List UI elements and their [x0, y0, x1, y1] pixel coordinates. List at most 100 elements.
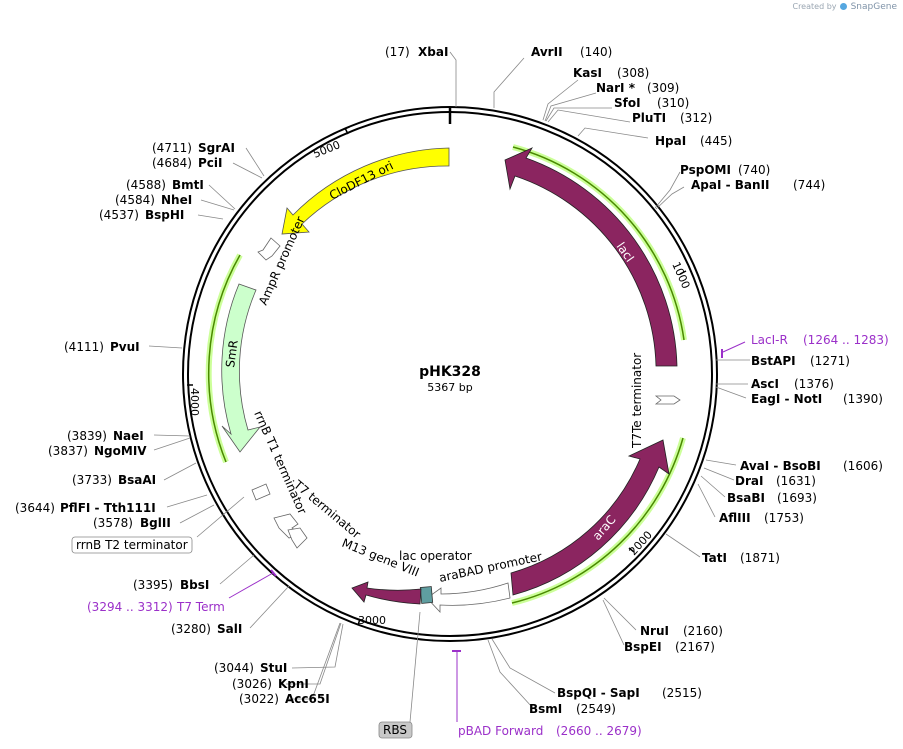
site-bsmi[interactable]: BsmI (2549) [529, 702, 616, 716]
primer-laci-r-range: (1264 .. 1283) [803, 333, 889, 347]
smr-label: SmR [223, 339, 241, 368]
site-drai[interactable]: DraI(1631) [735, 474, 816, 488]
site-bspqi-sapi-pos: (2515) [662, 686, 702, 700]
site-bsphi-pos: (4537) [99, 208, 139, 222]
clodf13-ori-feature[interactable] [281, 147, 450, 235]
site-acc65i-pos: (3022) [239, 692, 279, 706]
site-pflfi-tth111i-name: PflFI - Tth111I [60, 501, 156, 515]
t7-terminator-feature-b[interactable] [287, 527, 308, 549]
site-pvui[interactable]: (4111)PvuI [64, 340, 140, 354]
site-nhei-name: NheI [161, 193, 192, 207]
site-bstapi[interactable]: BstAPI(1271) [751, 354, 850, 368]
site-bsmi-name: BsmI [529, 702, 562, 716]
site-bbsi-pos: (3395) [133, 578, 173, 592]
t7-term-site-mark [270, 569, 277, 577]
site-sgrai-pos: (4711) [152, 141, 192, 155]
site-hpai-name: HpaI [655, 134, 686, 148]
site-sfoi-pos: (310) [657, 96, 689, 110]
site-sgrai[interactable]: (4711) SgrAI [152, 141, 235, 155]
site-avrii[interactable]: AvrII(140) [531, 45, 612, 59]
rbs-frame [378, 721, 413, 739]
site-pspomi-name: PspOMI [680, 163, 731, 177]
site-pluti[interactable]: PluTI(312) [632, 111, 712, 125]
rrnb-t2-terminator-label: rrnB T2 terminator [76, 538, 188, 552]
primer-laci-r[interactable]: LacI-R(1264 .. 1283) [751, 333, 889, 347]
site-asci-name: AscI [751, 377, 779, 391]
smr-feature[interactable] [221, 283, 262, 453]
site-kpni-name: KpnI [278, 677, 309, 691]
t7te-terminator-feature[interactable] [654, 395, 681, 405]
arac-feature[interactable] [510, 439, 670, 596]
site-kasi[interactable]: KasI(308) [573, 66, 649, 80]
rrnb-t1-terminator-feature[interactable] [251, 483, 271, 501]
site-sfoi-name: SfoI [614, 96, 641, 110]
site-kpni[interactable]: (3026)KpnI [232, 677, 309, 691]
t7-term-site-leader [228, 572, 274, 599]
site-pvui-pos: (4111) [64, 340, 104, 354]
laci-feature[interactable] [504, 147, 678, 367]
site-stui[interactable]: (3044) StuI [214, 661, 287, 675]
site-kasi-name: KasI [573, 66, 602, 80]
site-bbsi-name: BbsI [180, 578, 209, 592]
site-nhei-pos: (4584) [115, 193, 155, 207]
rbs-box[interactable]: RBS [378, 721, 413, 739]
site-sali[interactable]: (3280)SalI [171, 622, 242, 636]
primer-pbad-forward[interactable]: pBAD Forward(2660 .. 2679) [458, 724, 642, 738]
site-asci-pos: (1376) [794, 377, 834, 391]
site-bglii[interactable]: (3578)BglII [93, 516, 171, 530]
site-nrui[interactable]: NruI(2160) [640, 624, 723, 638]
snapgene-credit: Created by SnapGene [792, 2, 897, 12]
ampr-promoter-feature[interactable] [257, 237, 281, 261]
m13-gene-viii-feature[interactable] [351, 581, 422, 605]
site-ngomiv[interactable]: (3837)NgoMIV [48, 444, 147, 458]
site-naei[interactable]: (3839)NaeI [67, 429, 144, 443]
site-t7-term[interactable]: (3294 .. 3312)T7 Term [87, 600, 225, 614]
snapgene-brand: SnapGene [850, 2, 897, 12]
site-bsaai[interactable]: (3733)BsaAI [72, 473, 156, 487]
site-bspqi-sapi[interactable]: BspQI - SapI(2515) [557, 686, 702, 700]
site-sfoi[interactable]: SfoI (310) [614, 96, 689, 110]
site-hpai-pos: (445) [700, 134, 732, 148]
site-bbsi[interactable]: (3395) BbsI [133, 578, 209, 592]
site-tati[interactable]: TatI(1871) [702, 551, 780, 565]
arabad-promoter-feature[interactable] [426, 582, 511, 614]
site-hpai[interactable]: HpaI (445) [655, 134, 732, 148]
site-asci[interactable]: AscI (1376) [751, 377, 834, 391]
site-pcii[interactable]: (4684)PciI [152, 156, 223, 170]
site-eagi-noti[interactable]: EagI - NotI(1390) [751, 392, 883, 406]
site-acc65i[interactable]: (3022)Acc65I [239, 692, 330, 706]
site-avai-bsobi[interactable]: AvaI - BsoBI(1606) [740, 459, 883, 473]
rbs-label: RBS [383, 723, 407, 737]
site-afliii[interactable]: AflIII(1753) [719, 511, 804, 525]
site-nari[interactable]: NarI *(309) [596, 81, 679, 95]
site-bsabi[interactable]: BsaBI(1693) [727, 491, 817, 505]
site-pflfi-tth111i[interactable]: (3644)PflFI - Tth111I [15, 501, 156, 515]
tick-5000-label: 5000 [311, 138, 342, 161]
site-bsmi-pos: (2549) [576, 702, 616, 716]
site-nhei[interactable]: (4584) NheI [115, 193, 192, 207]
site-avai-bsobi-pos: (1606) [843, 459, 883, 473]
orf-laci-arc [512, 146, 685, 341]
orf-arcs [205, 144, 687, 606]
site-stui-pos: (3044) [214, 661, 254, 675]
site-bspei[interactable]: BspEI(2167) [624, 640, 715, 654]
site-sgrai-name: SgrAI [198, 141, 235, 155]
site-bmti[interactable]: (4588)BmtI [126, 178, 204, 192]
lac-operator-feature[interactable] [419, 586, 434, 604]
created-by-text: Created by [792, 2, 837, 11]
site-pcii-pos: (4684) [152, 156, 192, 170]
orf-arac-arc [511, 437, 684, 604]
site-bsphi[interactable]: (4537)BspHI [99, 208, 184, 222]
site-xbai[interactable]: (17)XbaI [385, 45, 448, 59]
site-bsaai-pos: (3733) [72, 473, 112, 487]
site-nrui-pos: (2160) [683, 624, 723, 638]
site-stui-name: StuI [260, 661, 287, 675]
site-apai-banii[interactable]: ApaI - BanII(744) [691, 178, 825, 192]
site-t7-term-name: T7 Term [176, 600, 225, 614]
site-eagi-noti-pos: (1390) [843, 392, 883, 406]
plasmid-length: 5367 bp [427, 381, 472, 394]
site-pspomi[interactable]: PspOMI(740) [680, 163, 770, 177]
site-bstapi-pos: (1271) [810, 354, 850, 368]
rrnb-t2-terminator-box[interactable]: rrnB T2 terminator [71, 536, 193, 554]
